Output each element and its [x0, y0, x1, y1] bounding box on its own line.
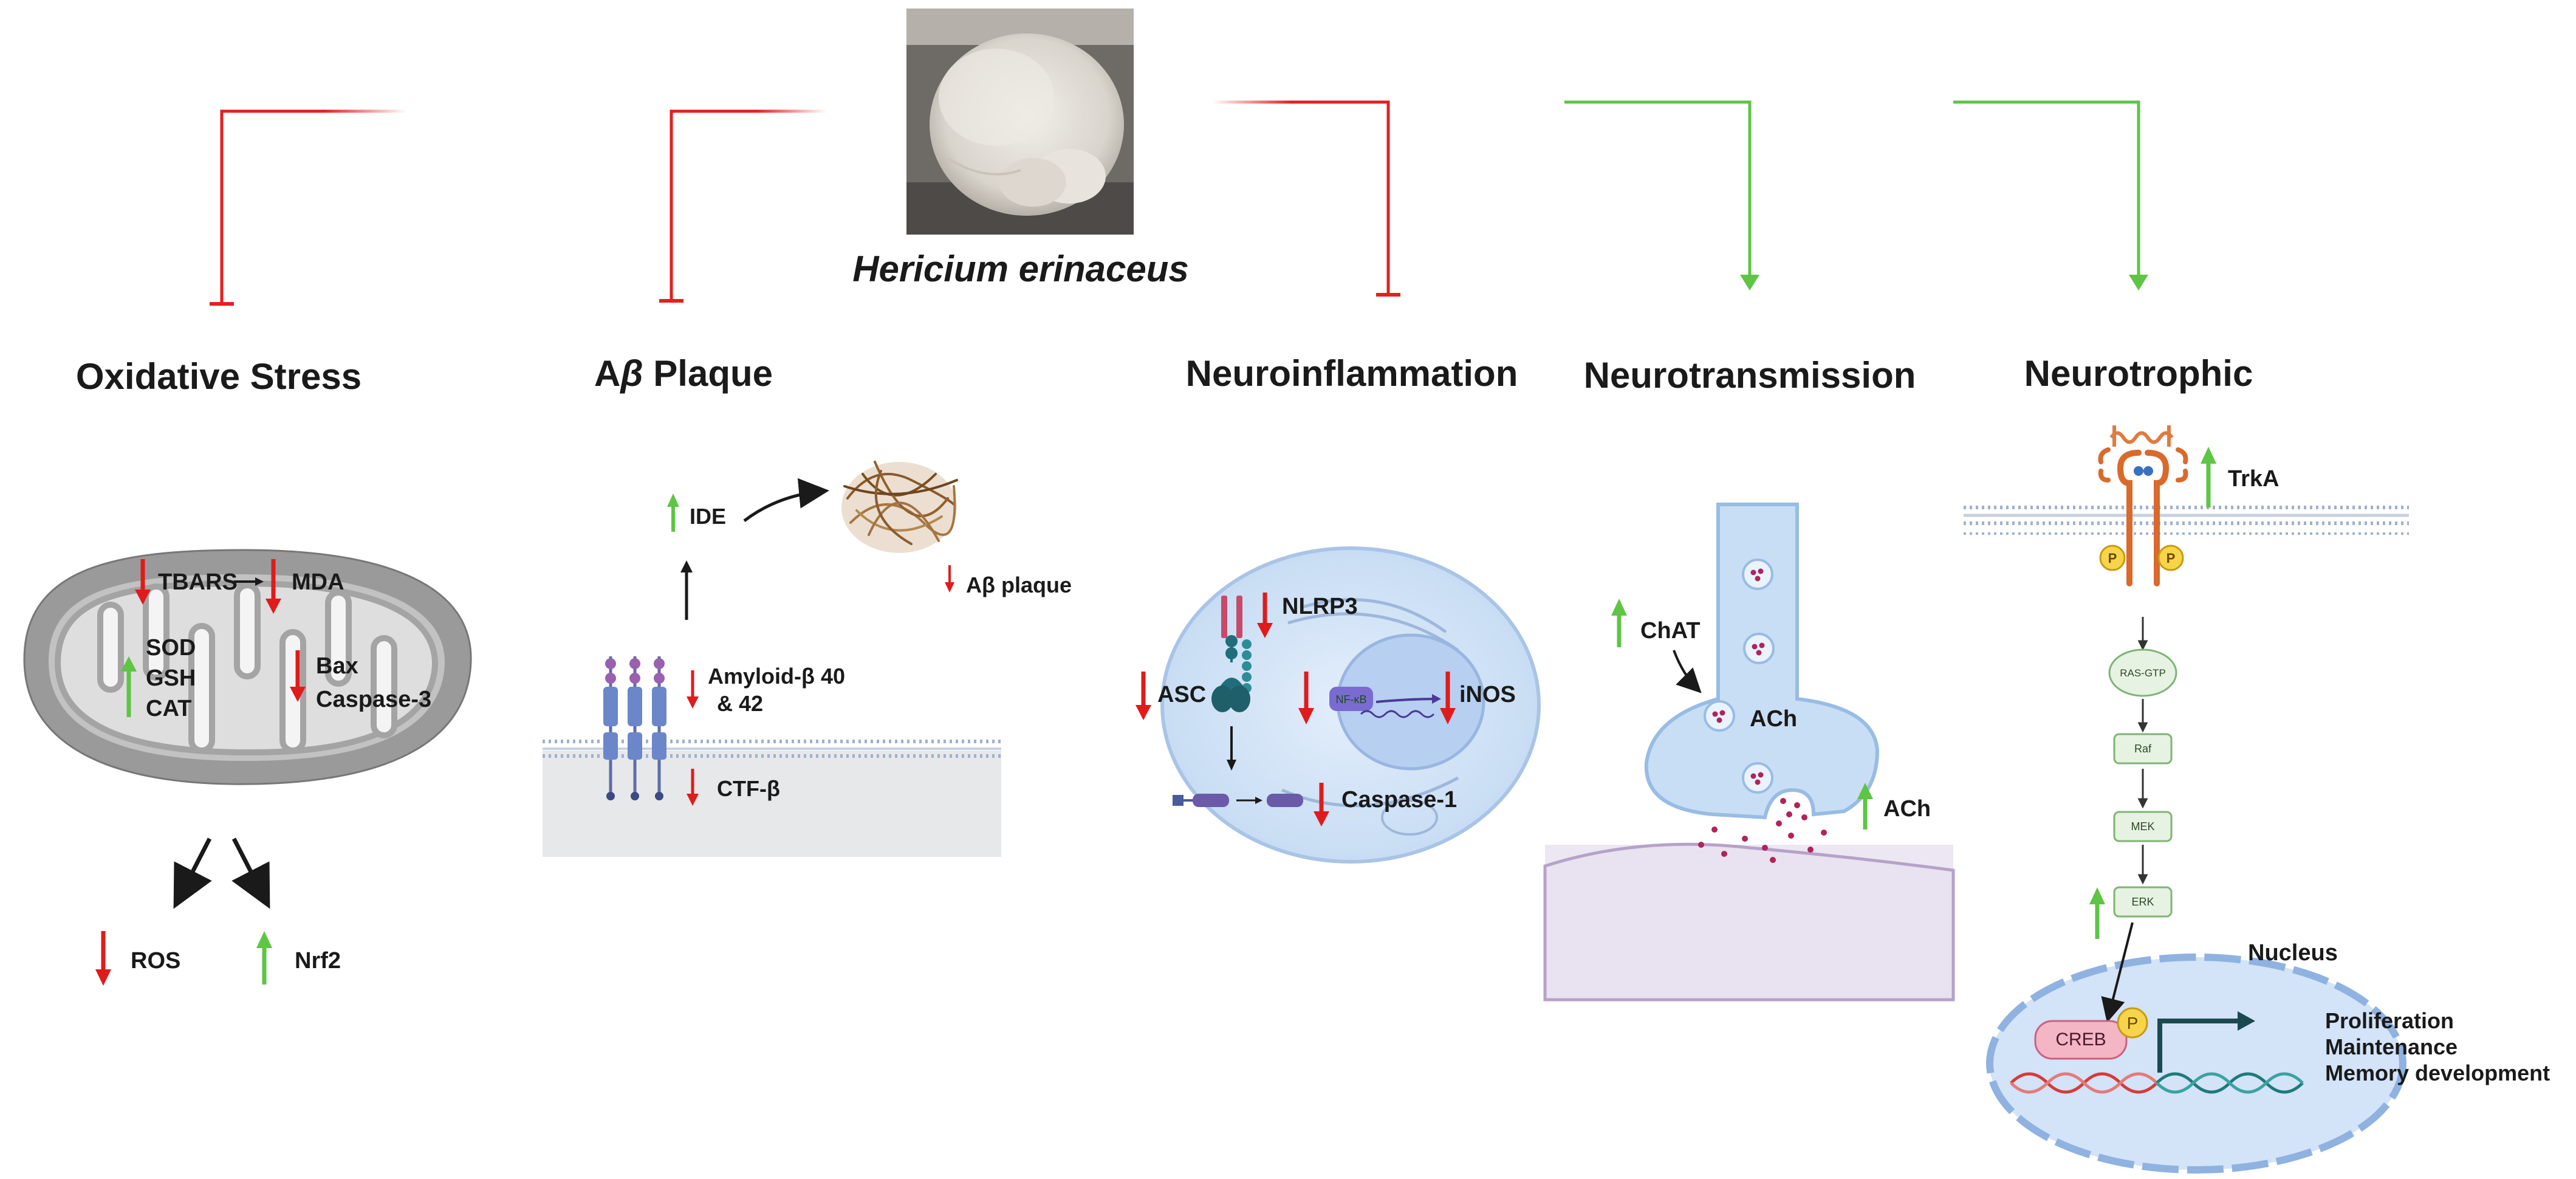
creb-label: CREB	[2055, 1029, 2106, 1050]
header-abeta-plaque: Aβ Plaque	[594, 353, 773, 394]
ach-up-arrow	[1857, 783, 1873, 830]
nrf2-up-arrow	[256, 931, 272, 985]
app-proteins	[603, 656, 666, 800]
header-neurotrophic: Neurotrophic	[2024, 353, 2253, 394]
plasma-membrane	[1964, 506, 2409, 535]
nlrp3-label: NLRP3	[1282, 594, 1358, 619]
erk-up-arrow	[2089, 887, 2105, 939]
raf-node	[2113, 733, 2173, 765]
mitochondrion	[23, 549, 472, 785]
cascade-arrows	[2137, 617, 2148, 885]
dna-helix	[2010, 1072, 2304, 1094]
title: Hericium erinaceus	[852, 249, 1189, 289]
nfkb-down-arrow	[1298, 672, 1314, 724]
trka-up-arrow	[2201, 447, 2216, 507]
chat-to-ach-arrow	[1673, 650, 1702, 693]
activate-connector-neurotrophic	[1953, 100, 2148, 290]
ide-label: IDE	[690, 504, 726, 529]
mito-to-nrf2-arrow	[231, 837, 270, 909]
bax-down-arrow	[290, 650, 306, 702]
app-to-ide-arrow	[680, 560, 693, 620]
header-oxidative-stress: Oxidative Stress	[76, 356, 361, 397]
plaque-fibrils-icon	[841, 461, 958, 553]
inhibit-connector-abeta	[659, 109, 826, 303]
bax-label: Bax	[316, 653, 358, 679]
synapse-panel	[1543, 503, 1955, 1002]
nlrp3-down-arrow	[1257, 593, 1273, 638]
outcome-memory: Memory development	[2325, 1060, 2550, 1085]
header-neuroinflammation: Neuroinflammation	[1186, 353, 1518, 394]
ach-inner-label: ACh	[1750, 706, 1797, 732]
cat-label: CAT	[146, 696, 191, 721]
inhibit-connector-neuroinflammation	[1212, 100, 1400, 297]
nfkb-label: NF-κB	[1336, 693, 1367, 706]
mek-node	[2113, 811, 2173, 842]
immune-cell	[1160, 546, 1541, 864]
inos-label: iNOS	[1459, 682, 1516, 707]
nucleus	[1986, 954, 2406, 1174]
inhibit-connector-oxidative	[210, 109, 407, 306]
outcome-proliferation: Proliferation	[2325, 1008, 2454, 1033]
ctf-down-arrow	[687, 769, 699, 806]
ngf-dimer	[2134, 466, 2153, 476]
outcome-maintenance: Maintenance	[2325, 1034, 2458, 1059]
asc-label: ASC	[1157, 682, 1206, 707]
creb-p-label: P	[2127, 1014, 2139, 1033]
plaque-down-arrow	[945, 565, 954, 593]
inos-down-arrow	[1440, 672, 1456, 724]
trka-top-coils	[2109, 425, 2174, 447]
creb-phospho	[2117, 1007, 2148, 1039]
ctf-label: CTF-β	[717, 776, 780, 801]
sod-label: SOD	[146, 635, 196, 661]
ras-node	[2108, 648, 2177, 697]
erk-to-creb-arrow	[2101, 922, 2134, 1023]
procaspase-to-caspase1	[1173, 794, 1303, 807]
caspase1-down-arrow	[1314, 783, 1329, 827]
header-neurotransmission: Neurotransmission	[1584, 355, 1916, 396]
trka-receptor	[2098, 447, 2188, 586]
inflammasome-to-caspase-arrow	[1227, 726, 1236, 771]
plaque-label: Aβ plaque	[966, 572, 1072, 597]
trka-label: TrkA	[2228, 466, 2279, 492]
membrane-panel	[543, 740, 1001, 857]
ide-up-arrow	[667, 493, 679, 532]
erk-label: ERK	[2131, 896, 2154, 908]
antioxidant-up-arrow	[121, 656, 137, 717]
mek-label: MEK	[2131, 820, 2154, 833]
activate-connector-neurotransmission	[1564, 100, 1759, 290]
mda-down-arrow	[265, 559, 281, 614]
asc-down-arrow	[1136, 672, 1151, 720]
phospho-tyrosines	[2099, 545, 2184, 571]
amyloid-label-line1: Amyloid-β 40	[708, 664, 845, 689]
ide-to-plaque-arrow	[743, 478, 829, 522]
erk-node	[2113, 886, 2173, 918]
chat-label: ChAT	[1640, 618, 1701, 644]
caspase3-label: Caspase-3	[316, 687, 431, 712]
creb-node	[2034, 1020, 2128, 1060]
trka-p-right: P	[2167, 551, 2176, 566]
tbars-down-arrow	[135, 559, 151, 605]
amyloid-label-line2: & 42	[717, 691, 763, 716]
mushroom-photo	[906, 9, 1134, 235]
tbars-label: TBARS	[158, 569, 238, 595]
nucleus-label: Nucleus	[2248, 940, 2338, 966]
nrf2-label: Nrf2	[295, 948, 341, 974]
ros-down-arrow	[95, 931, 111, 986]
caspase1-label: Caspase-1	[1341, 787, 1457, 813]
trka-p-left: P	[2108, 551, 2117, 566]
mito-to-ros-arrow	[173, 837, 212, 909]
mda-label: MDA	[292, 569, 344, 595]
amyloid-down-arrow	[687, 670, 699, 709]
ras-label: RAS-GTP	[2120, 667, 2166, 679]
ros-label: ROS	[131, 948, 180, 974]
ach-outer-label: ACh	[1883, 796, 1931, 822]
raf-label: Raf	[2134, 743, 2152, 755]
nlrp3-complex	[1211, 596, 1252, 712]
tbars-to-mda-arrow	[234, 577, 264, 586]
gsh-label: GSH	[146, 665, 196, 691]
chat-up-arrow	[1611, 599, 1627, 647]
transcription-arrow	[2157, 1011, 2255, 1073]
